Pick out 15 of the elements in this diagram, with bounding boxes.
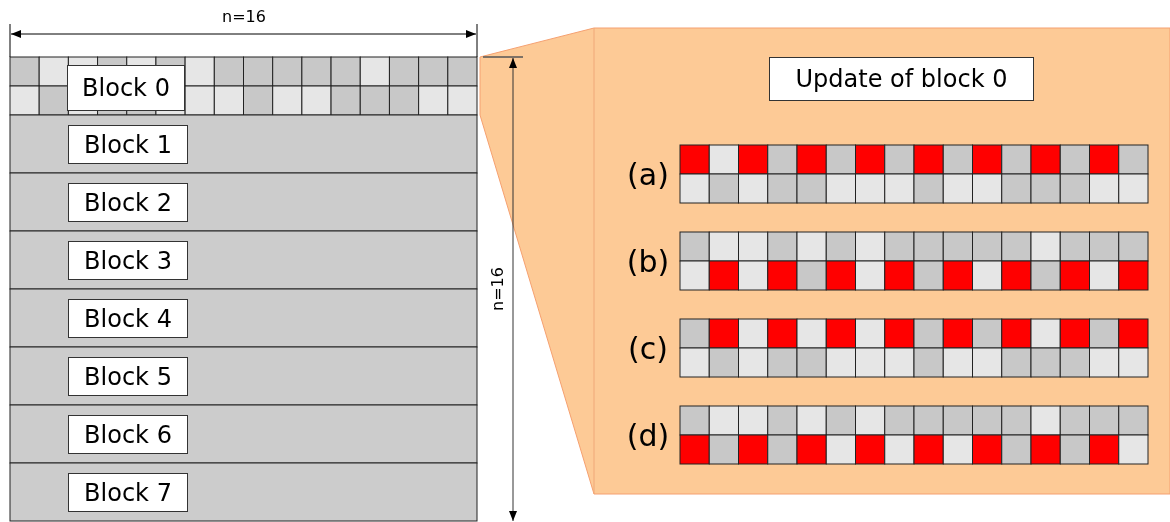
label-box: Block 4 [68,299,188,338]
dimension-label: n=16 [487,267,507,311]
row-label: (b) [626,243,670,279]
row-label: (d) [626,417,670,453]
label-box: Block 3 [68,241,188,280]
dimension-label: n=16 [222,6,266,26]
label-box: Block 7 [68,473,188,512]
label-box: Block 1 [68,125,188,164]
label-box: Update of block 0 [769,57,1034,101]
label-box: Block 0 [67,65,185,111]
label-box: Block 6 [68,415,188,454]
row-label: (c) [628,330,668,366]
label-box: Block 2 [68,183,188,222]
row-label: (a) [627,156,669,192]
label-box: Block 5 [68,357,188,396]
